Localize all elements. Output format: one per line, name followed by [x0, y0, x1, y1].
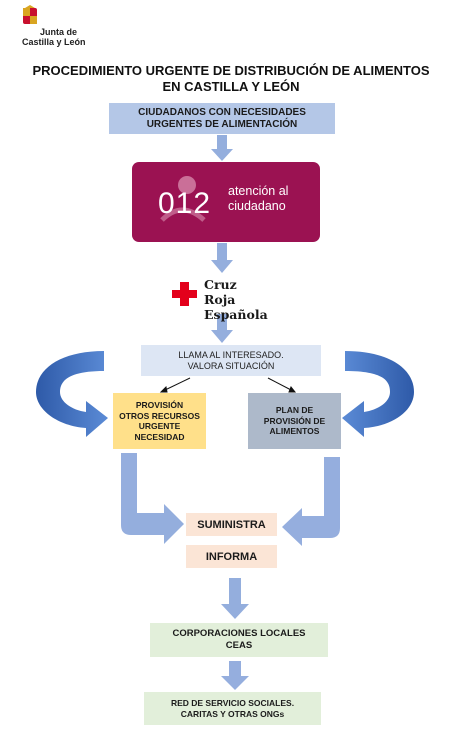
provision-box: PROVISIÓN OTROS RECURSOS URGENTE NECESID… [113, 393, 206, 449]
connector-left [162, 377, 191, 392]
corp-line1: CORPORACIONES LOCALES [172, 628, 306, 639]
food-plan-box: PLAN DE PROVISIÓN DE ALIMENTOS [248, 393, 341, 449]
service-012-line1: atención al [228, 184, 289, 198]
connector-left-head [159, 385, 168, 393]
curved-arrow-right [342, 351, 414, 437]
plan-line3: ALIMENTOS [269, 426, 320, 437]
cruz-roja-logo: Cruz Roja Española [170, 275, 270, 322]
service-012-line2: ciudadano [228, 199, 286, 213]
arrow-down-2 [211, 243, 233, 273]
inform-box: INFORMA [186, 545, 277, 568]
call-line1: LLAMA AL INTERESADO. [178, 349, 284, 360]
plan-line1: PLAN DE [275, 405, 314, 416]
cruz-roja-text: Cruz Roja Española [204, 277, 270, 322]
title-line2: EN CASTILLA Y LEÓN [162, 79, 300, 94]
provision-line4: NECESIDAD [134, 431, 185, 442]
supply-box: SUMINISTRA [186, 513, 277, 536]
plan-line2: PROVISIÓN DE [263, 415, 326, 426]
corp-line2: CEAS [225, 640, 253, 651]
red-line2: CARITAS Y OTRAS ONGs [180, 708, 285, 719]
service-012-text: atención al ciudadano [228, 184, 288, 214]
service-012-number: 012 [158, 187, 212, 220]
provision-line1: PROVISIÓN [135, 400, 184, 410]
provision-line3: URGENTE [138, 421, 181, 431]
arrow-down-3 [211, 314, 233, 343]
red-line1: RED DE SERVICIO SOCIALES. [170, 697, 295, 708]
curved-arrow-left [36, 351, 108, 437]
inform-label: INFORMA [205, 550, 258, 563]
provision-line2: OTROS RECURSOS [119, 410, 200, 421]
citizens-line1: CIUDADANOS CON NECESIDADES [138, 106, 306, 118]
arrow-down-5 [221, 661, 249, 690]
connector-right [267, 377, 294, 392]
junta-logo: Junta de Castilla y León [10, 5, 100, 50]
arrow-left-to-suministra [121, 453, 184, 544]
logo-text: Junta de Castilla y León [22, 27, 86, 47]
arrow-right-to-suministra [282, 457, 340, 546]
title-line1: PROCEDIMIENTO URGENTE DE DISTRIBUCIÓN DE… [32, 63, 430, 78]
logo-line1: Junta de [40, 27, 78, 37]
cruz-roja-line1: Cruz Roja [204, 277, 237, 307]
call-assess-box: LLAMA AL INTERESADO. VALORA SITUACIÓN [141, 345, 321, 376]
page-title: PROCEDIMIENTO URGENTE DE DISTRIBUCIÓN DE… [0, 63, 462, 95]
citizens-line2: URGENTES DE ALIMENTACIÓN [146, 118, 298, 130]
social-network-box: RED DE SERVICIO SOCIALES. CARITAS Y OTRA… [144, 692, 321, 725]
cruz-roja-line2: Española [204, 307, 268, 322]
citizens-box: CIUDADANOS CON NECESIDADES URGENTES DE A… [109, 103, 335, 134]
connector-right-head [288, 386, 297, 393]
arrow-down-1 [211, 135, 233, 161]
service-012-box: 012 atención al ciudadano [132, 162, 320, 242]
logo-line2: Castilla y León [22, 37, 86, 47]
call-line2: VALORA SITUACIÓN [187, 360, 275, 371]
coat-of-arms-icon [23, 5, 37, 24]
supply-label: SUMINISTRA [197, 518, 266, 531]
person-icon [160, 176, 206, 222]
arrow-down-4 [221, 578, 249, 619]
local-corporations-box: CORPORACIONES LOCALES CEAS [150, 623, 328, 657]
